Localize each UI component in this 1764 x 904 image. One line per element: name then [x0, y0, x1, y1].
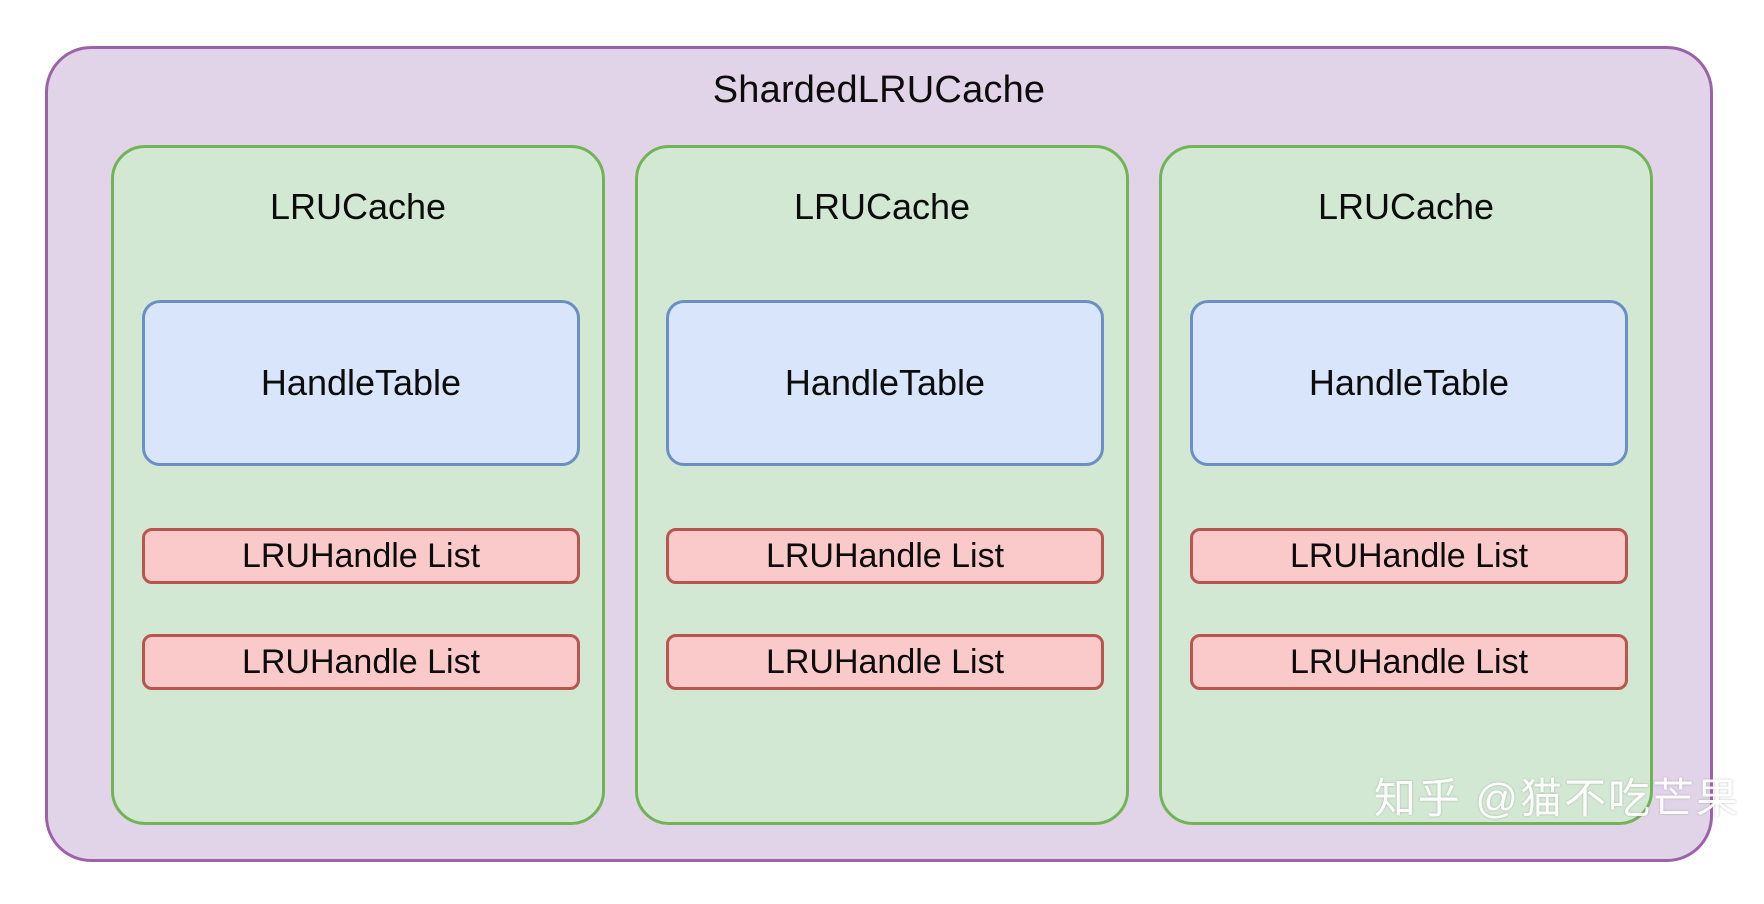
handle-table-label: HandleTable — [1308, 362, 1510, 403]
lru-cache-shard: LRUCache HandleTable LRUHandle List LRUH… — [635, 145, 1129, 825]
lru-cache-shard: LRUCache HandleTable LRUHandle List LRUH… — [1159, 145, 1653, 825]
sharded-lru-cache-title: ShardedLRUCache — [712, 69, 1046, 111]
lru-handle-list-label: LRUHandle List — [1289, 642, 1529, 681]
lru-handle-list-box: LRUHandle List — [666, 528, 1104, 584]
sharded-lru-cache-container: ShardedLRUCache LRUCache HandleTable LRU… — [45, 46, 1713, 862]
handle-table-box: HandleTable — [142, 300, 580, 466]
lru-cache-shard-row: LRUCache HandleTable LRUHandle List LRUH… — [111, 145, 1653, 825]
lru-cache-title: LRUCache — [793, 186, 971, 227]
handle-table-box: HandleTable — [1190, 300, 1628, 466]
lru-handle-list-box: LRUHandle List — [1190, 528, 1628, 584]
lru-handle-list-label: LRUHandle List — [241, 536, 481, 575]
lru-handle-list-box: LRUHandle List — [1190, 634, 1628, 690]
lru-handle-list-label: LRUHandle List — [765, 536, 1005, 575]
lru-cache-title: LRUCache — [1317, 186, 1495, 227]
lru-handle-list-box: LRUHandle List — [142, 634, 580, 690]
handle-table-box: HandleTable — [666, 300, 1104, 466]
lru-handle-list-label: LRUHandle List — [241, 642, 481, 681]
lru-handle-list-box: LRUHandle List — [142, 528, 580, 584]
handle-table-label: HandleTable — [784, 362, 986, 403]
lru-handle-list-box: LRUHandle List — [666, 634, 1104, 690]
lru-handle-list-label: LRUHandle List — [765, 642, 1005, 681]
lru-handle-list-label: LRUHandle List — [1289, 536, 1529, 575]
handle-table-label: HandleTable — [260, 362, 462, 403]
lru-cache-shard: LRUCache HandleTable LRUHandle List LRUH… — [111, 145, 605, 825]
lru-cache-title: LRUCache — [269, 186, 447, 227]
